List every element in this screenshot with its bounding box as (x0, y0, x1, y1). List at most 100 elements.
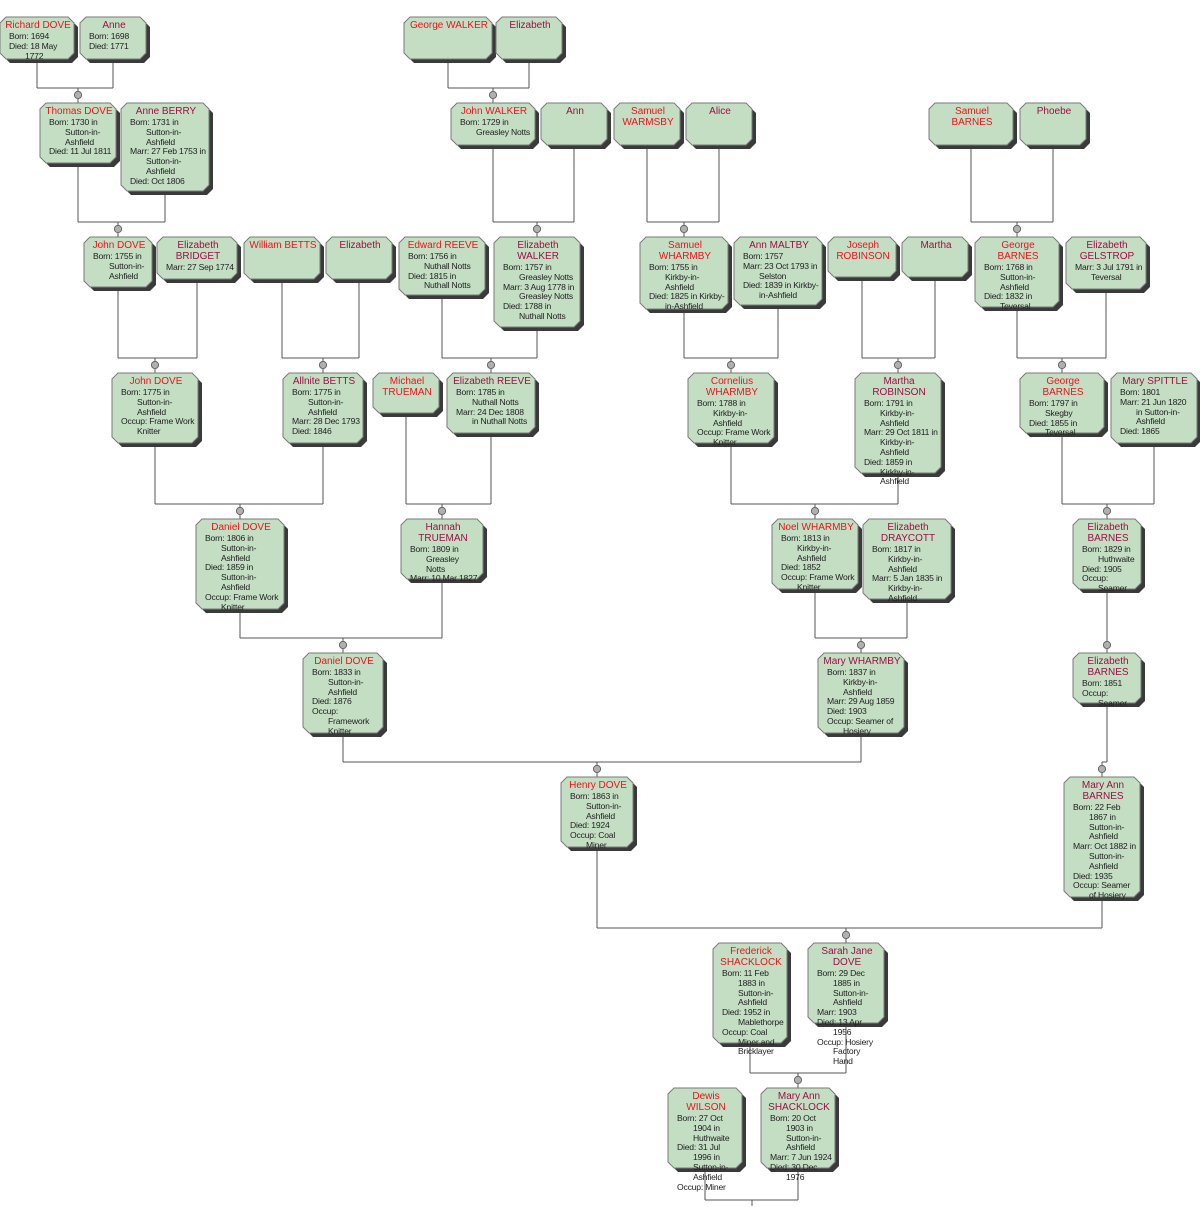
person-box[interactable]: Ann (540, 102, 611, 149)
person-box[interactable]: William BETTS (243, 236, 324, 283)
person-fact: Died: 30 Dec 1976 (770, 1161, 818, 1182)
person-name: Cornelius WHARMBY (705, 376, 759, 398)
person-fact: Born: 1756 in Nuthall Notts (408, 251, 471, 271)
person-box-shape (446, 372, 539, 437)
family-junction-dot (488, 90, 498, 100)
family-junction-dot (532, 224, 542, 234)
person-name: Ann (566, 106, 584, 117)
person-fact: Born: 1775 in Sutton-in-Ashfield (121, 387, 173, 417)
person-box[interactable]: Joseph ROBINSON (827, 236, 900, 281)
person-fact: Marr: 27 Sep 1774 (166, 262, 234, 272)
family-junction-dot (235, 506, 245, 516)
person-name: John DOVE (129, 376, 183, 387)
person-fact: Born: 1768 in Sutton-in-Ashfield (984, 262, 1036, 292)
person-fact: Born: 29 Dec 1885 in Sutton-in-Ashfield (817, 968, 869, 1008)
person-box[interactable]: Samuel WARMSBY (613, 102, 684, 149)
person-fact: Born: 1729 in Greasley Notts (460, 117, 531, 137)
person-fact: Died: 1905 (1082, 563, 1122, 574)
person-fact: Occup: Seamer (1082, 573, 1127, 594)
family-junction-dot (1012, 224, 1022, 234)
person-name: Anne (102, 20, 126, 31)
person-name: Samuel WHARMBY (658, 240, 712, 262)
person-box-shape (1065, 236, 1150, 293)
person-box-shape (712, 942, 791, 1047)
person-name: Mary SPITTLE (1122, 376, 1188, 387)
person-box[interactable]: Phoebe (1019, 102, 1090, 149)
person-fact: Born: 1757 in Greasley Notts (503, 262, 574, 282)
person-details: Samuel WARMSBY (614, 103, 680, 145)
person-box[interactable]: Samuel BARNES (928, 102, 1017, 149)
person-fact: Marr: 24 Dec 1808 in Nuthall Notts (456, 406, 528, 427)
person-name: William BETTS (249, 240, 317, 251)
person-box-shape (862, 518, 955, 603)
person-box[interactable]: Michael TRUEMAN (372, 372, 443, 417)
person-box[interactable]: Martha (901, 236, 972, 281)
person-box[interactable]: Alice (685, 102, 756, 149)
person-box[interactable]: Elizabeth (495, 16, 566, 63)
person-fact: Died: 1865 (1120, 426, 1160, 437)
person-fact: Died: 1815 in Nuthall Notts (408, 270, 471, 291)
person-box-shape (639, 236, 732, 313)
person-box-shape (39, 102, 120, 167)
person-box[interactable]: George WALKER (403, 16, 496, 63)
person-fact: Born: 27 Oct 1904 in Huthwaite (677, 1113, 730, 1143)
person-details: Alice (686, 103, 752, 145)
person-fact: Born: 1809 in Greasley Notts (410, 544, 459, 574)
person-fact: Occup: Seamer of Hosiery (1073, 880, 1131, 901)
person-box[interactable]: Elizabeth (325, 236, 396, 283)
person-name: George BARNES (997, 240, 1039, 262)
person-name: Samuel WARMSBY (622, 106, 674, 128)
person-fact: Born: 1791 in Kirkby-in-Ashfield (864, 398, 915, 428)
person-fact: Born: 1731 in Sutton-in-Ashfield (130, 117, 182, 147)
person-name: Joseph ROBINSON (836, 240, 890, 262)
person-fact: Marr: 5 Jan 1835 in Kirkby-in-Ashfield (872, 573, 943, 603)
family-junction-dot (856, 640, 866, 650)
